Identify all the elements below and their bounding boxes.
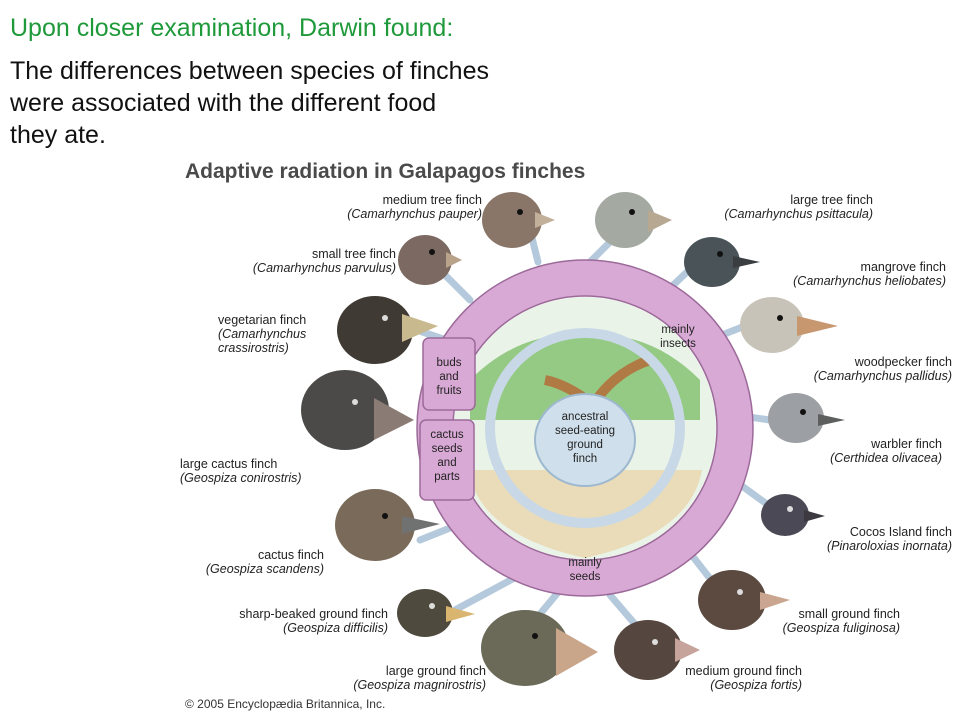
woodpecker-finch-head — [740, 297, 838, 353]
inner-tube — [485, 328, 685, 528]
common-name: cactus finch — [257, 548, 324, 562]
insects-line-1: mainly — [661, 324, 694, 336]
buds-line-3: fruits — [437, 385, 462, 397]
diagram-title: Adaptive radiation in Galapagos finches — [185, 160, 586, 183]
medium-tree-finch-head — [482, 192, 555, 248]
small-tree-finch-head — [398, 235, 462, 285]
scientific-name: (Camarhynchus pallidus) — [813, 369, 952, 383]
common-name: Cocos Island finch — [849, 525, 952, 539]
seeds-line-2: seeds — [570, 571, 601, 583]
cactus-line-4: parts — [434, 471, 460, 483]
sharp-beaked-finch-head — [397, 589, 475, 637]
warbler-finch-head — [768, 393, 845, 443]
common-name: large tree finch — [790, 193, 873, 207]
food-ring-outer-edge — [416, 259, 754, 597]
label-mangrove-finch: mangrove finch (Camarhynchus heliobates) — [793, 260, 946, 288]
scientific-name: (Camarhynchus — [218, 327, 307, 341]
cactus-finch-head — [335, 489, 440, 561]
common-name: vegetarian finch — [218, 313, 307, 327]
label-small-ground-finch: small ground finch (Geospiza fuliginosa) — [783, 607, 900, 635]
label-large-ground-finch: large ground finch (Geospiza magnirostri… — [353, 664, 486, 692]
small-ground-finch-head — [698, 570, 790, 630]
common-name: woodpecker finch — [854, 355, 952, 369]
cactus-line-2: seeds — [432, 443, 463, 455]
body-line-3: they ate. — [10, 121, 106, 149]
label-cocos-island-finch: Cocos Island finch (Pinaroloxias inornat… — [827, 525, 952, 553]
seeds-line-1: mainly — [568, 557, 601, 569]
slide-heading: Upon closer examination, Darwin found: — [10, 14, 454, 42]
label-cactus-finch: cactus finch (Geospiza scandens) — [206, 548, 324, 576]
common-name: medium tree finch — [382, 193, 482, 207]
ground-area — [468, 470, 702, 558]
scientific-name: (Pinaroloxias inornata) — [826, 539, 952, 553]
common-name: small tree finch — [311, 247, 396, 261]
label-warbler-finch: warbler finch (Certhidea olivacea) — [830, 437, 942, 465]
common-name: large ground finch — [385, 664, 486, 678]
slide-body: The differences between species of finch… — [10, 55, 630, 151]
insects-line-2: insects — [660, 338, 696, 350]
label-small-tree-finch: small tree finch (Camarhynchus parvulus) — [253, 247, 396, 275]
scientific-name: (Camarhynchus psittacula) — [724, 207, 873, 221]
scientific-name: (Geospiza magnirostris) — [353, 678, 486, 692]
buds-line-2: and — [439, 371, 458, 383]
cactus-box — [419, 419, 475, 501]
scientific-name: (Camarhynchus parvulus) — [252, 261, 396, 275]
scientific-name: (Geospiza difficilis) — [283, 621, 388, 635]
center-line-1: ancestral — [562, 411, 609, 423]
scientific-name: (Camarhynchus heliobates) — [793, 274, 946, 288]
label-sharp-beaked-finch: sharp-beaked ground finch (Geospiza diff… — [239, 607, 388, 635]
common-name: small ground finch — [798, 607, 900, 621]
scientific-name: (Geospiza conirostris) — [180, 471, 302, 485]
center-oval — [534, 393, 636, 487]
common-name: medium ground finch — [685, 664, 802, 678]
label-medium-tree-finch: medium tree finch (Camarhynchus pauper) — [347, 193, 482, 221]
scientific-name: (Geospiza fortis) — [710, 678, 802, 692]
body-line-1: The differences between species of finch… — [10, 57, 489, 85]
label-vegetarian-finch: vegetarian finch (Camarhynchus crassiros… — [218, 313, 306, 355]
cactus-line-1: cactus — [430, 429, 463, 441]
common-name: warbler finch — [871, 437, 942, 451]
buds-box — [422, 337, 476, 411]
cocos-finch-head — [761, 494, 825, 536]
mangrove-finch-head — [684, 237, 760, 287]
finch-heads — [301, 192, 845, 686]
common-name: sharp-beaked ground finch — [239, 607, 388, 621]
copyright-notice: © 2005 Encyclopædia Britannica, Inc. — [185, 697, 386, 711]
center-line-3: ground — [567, 439, 603, 451]
medium-ground-finch-head — [614, 620, 700, 680]
buds-line-1: buds — [437, 357, 462, 369]
cactus-line-3: and — [437, 457, 456, 469]
vegetarian-finch-head — [337, 296, 438, 364]
center-line-4: finch — [573, 453, 597, 465]
scientific-name: (Camarhynchus pauper) — [347, 207, 482, 221]
center-line-2: seed-eating — [555, 425, 615, 437]
large-cactus-finch-head — [301, 370, 414, 450]
scientific-name: (Geospiza fuliginosa) — [782, 621, 900, 635]
scientific-name: (Geospiza scandens) — [205, 562, 324, 576]
label-medium-ground-finch: medium ground finch (Geospiza fortis) — [685, 664, 802, 692]
common-name: large cactus finch — [180, 457, 278, 471]
scientific-name-line-2: crassirostris) — [218, 341, 289, 355]
label-large-tree-finch: large tree finch (Camarhynchus psittacul… — [724, 193, 873, 221]
label-large-cactus-finch: large cactus finch (Geospiza conirostris… — [180, 457, 302, 485]
common-name: mangrove finch — [860, 260, 946, 274]
large-tree-finch-head — [595, 192, 672, 248]
scientific-name: (Certhidea olivacea) — [830, 451, 942, 465]
body-line-2: were associated with the different food — [10, 89, 437, 117]
large-ground-finch-head — [481, 610, 598, 686]
label-woodpecker-finch: woodpecker finch (Camarhynchus pallidus) — [814, 355, 952, 383]
